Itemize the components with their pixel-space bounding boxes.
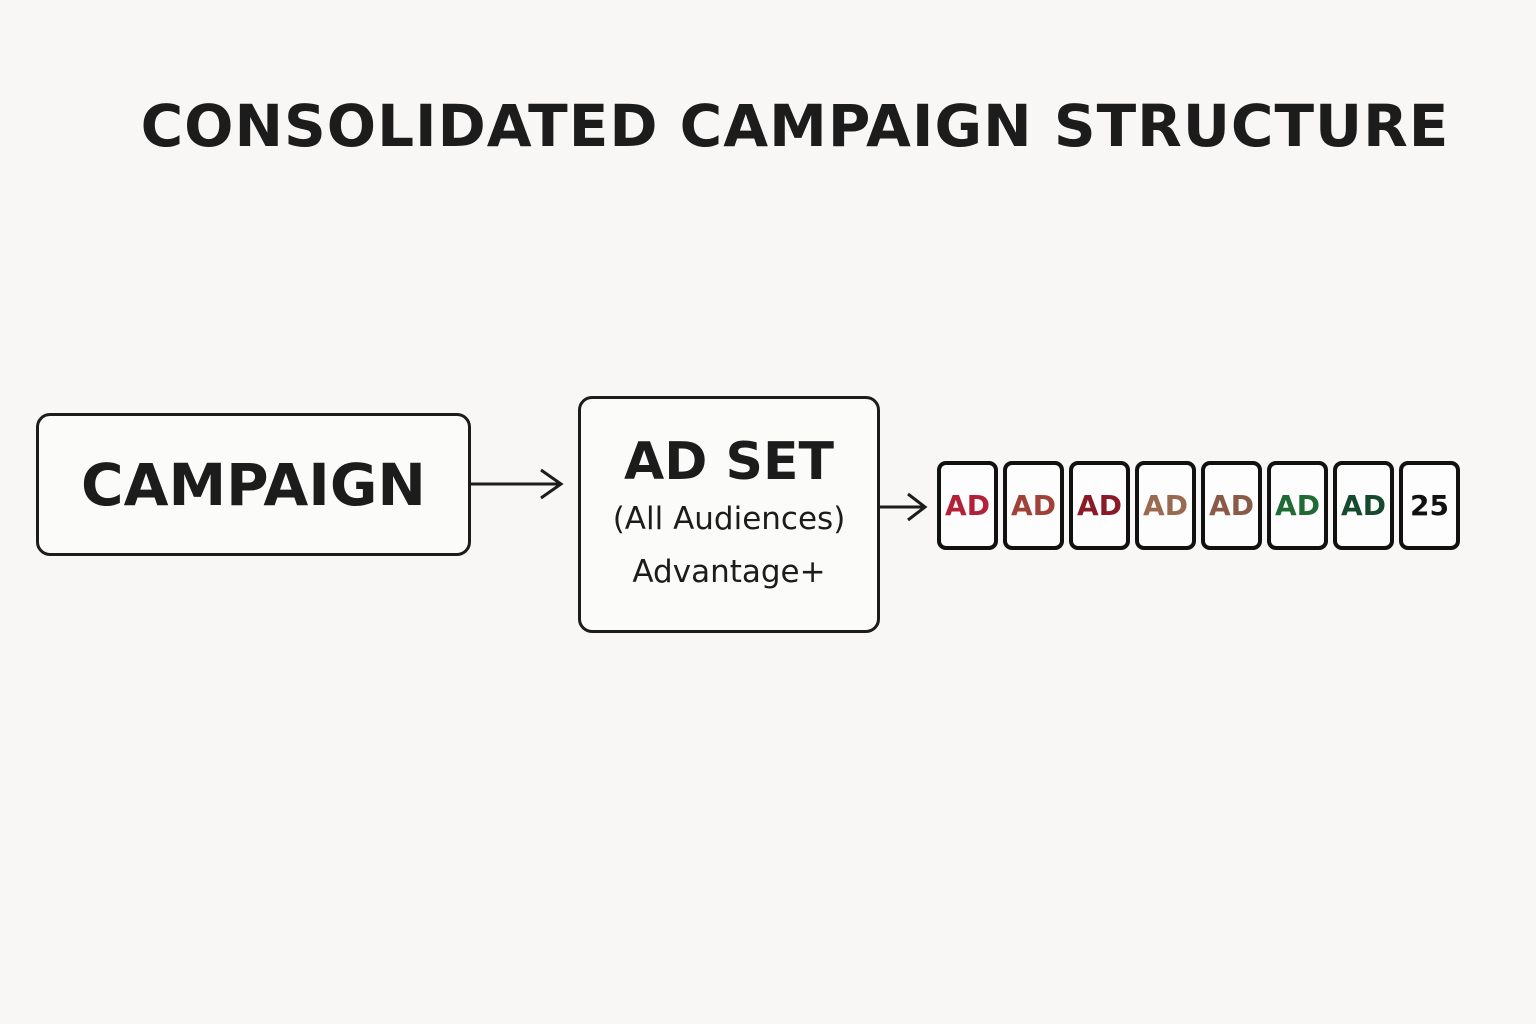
campaign-box: CAMPAIGN <box>36 413 471 556</box>
ad-card: AD <box>1201 461 1262 550</box>
ad-card: AD <box>1069 461 1130 550</box>
ad-label: AD <box>1275 489 1320 522</box>
ad-set-placement: Advantage+ <box>632 553 826 590</box>
ad-card: AD <box>1003 461 1064 550</box>
arrow-campaign-to-adset <box>471 468 564 500</box>
arrow-adset-to-ads <box>880 492 928 522</box>
ad-count-label: 25 <box>1410 489 1449 522</box>
campaign-label: CAMPAIGN <box>81 450 426 519</box>
ad-label: AD <box>1209 489 1254 522</box>
ads-row: AD AD AD AD AD AD AD 25 <box>937 461 1460 550</box>
ad-card: AD <box>1267 461 1328 550</box>
ad-count-card: 25 <box>1399 461 1460 550</box>
ad-label: AD <box>1341 489 1386 522</box>
ad-card: AD <box>937 461 998 550</box>
ad-set-audience: (All Audiences) <box>612 500 846 537</box>
ad-set-label: AD SET <box>624 431 834 492</box>
ad-label: AD <box>1077 489 1122 522</box>
ad-card: AD <box>1135 461 1196 550</box>
ad-label: AD <box>945 489 990 522</box>
ad-label: AD <box>1143 489 1188 522</box>
ad-card: AD <box>1333 461 1394 550</box>
diagram-title: CONSOLIDATED CAMPAIGN STRUCTURE <box>140 92 1450 160</box>
ad-set-box: AD SET (All Audiences) Advantage+ <box>578 396 880 633</box>
ad-label: AD <box>1011 489 1056 522</box>
